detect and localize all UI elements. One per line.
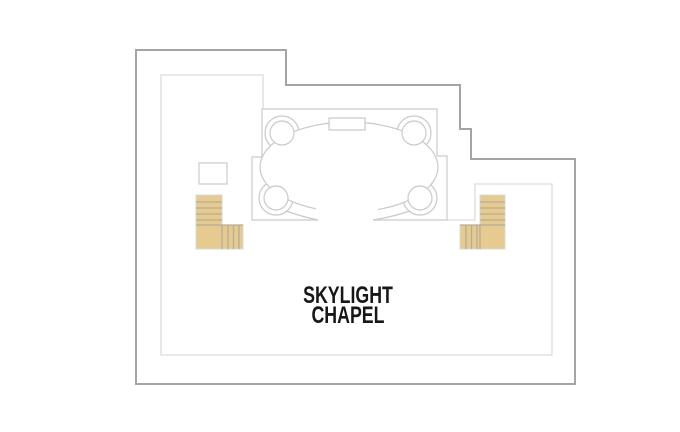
- ornament-corner-inner-top-right: [401, 120, 427, 146]
- ornament-tail-right: [372, 210, 411, 221]
- skylight-ornament: [258, 115, 439, 221]
- ornament-tail-left: [285, 210, 319, 221]
- chapel-label-line2: CHAPEL: [311, 302, 385, 329]
- stairs-left: [195, 194, 244, 250]
- chapel-label: SKYLIGHT CHAPEL: [274, 282, 422, 329]
- ornament-corner-inner-bottom-left: [263, 185, 289, 211]
- walkway-outline: [160, 74, 553, 356]
- chapel-label-line1: SKYLIGHT: [303, 282, 393, 309]
- ornament-bottom-gap: [316, 204, 378, 216]
- ornament-corner-inner-bottom-right: [407, 185, 433, 211]
- left-room-rect: [198, 162, 228, 185]
- stairs-left-treads: [196, 201, 243, 249]
- altar-rect: [328, 117, 366, 131]
- stairs-right-treads: [460, 201, 505, 249]
- ornament-corner-inner-top-left: [269, 120, 295, 146]
- stairs-right: [459, 194, 506, 250]
